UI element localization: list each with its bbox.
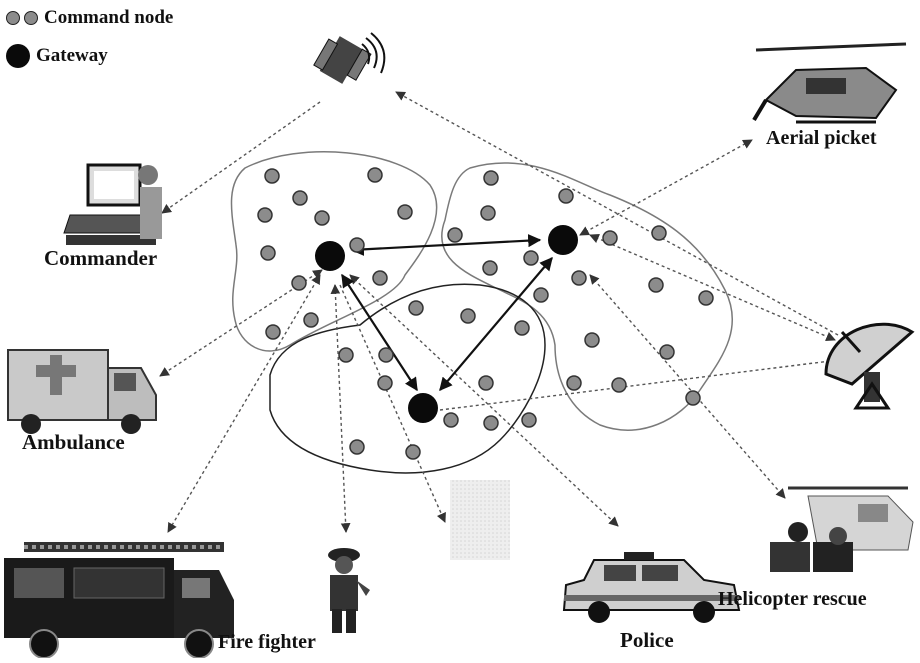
command-node <box>372 270 388 286</box>
rescue-helicopter-icon <box>770 486 914 572</box>
command-node <box>651 225 667 241</box>
link-gateway-firetruck <box>167 274 321 533</box>
command-node <box>483 415 499 431</box>
command-node <box>514 320 530 336</box>
legend-command-node-label: Command node <box>44 7 174 28</box>
command-node <box>571 270 587 286</box>
command-node <box>648 277 664 293</box>
commander-laptop-icon <box>63 163 162 245</box>
label-helicopter-rescue: Helicopter rescue <box>718 588 867 610</box>
command-node <box>558 188 574 204</box>
gateway-right <box>548 225 578 255</box>
link-gateway-bottom-dish <box>439 356 839 411</box>
backbone-links <box>341 234 553 392</box>
legend-gateway-label: Gateway <box>36 45 108 66</box>
legend-gateway: Gateway <box>6 44 108 68</box>
ambulance-icon <box>7 349 157 434</box>
command-node <box>291 275 307 291</box>
command-node <box>447 227 463 243</box>
static-noise <box>450 480 510 560</box>
gateways <box>315 225 578 423</box>
command-node <box>367 167 383 183</box>
command-node <box>397 204 413 220</box>
legend-command-node: Command node <box>6 7 173 29</box>
command-node <box>303 312 319 328</box>
fire-fighter-icon <box>328 548 370 633</box>
legend-node-dot <box>6 11 20 25</box>
command-node <box>443 412 459 428</box>
link-gw-left-gw-right <box>350 234 542 256</box>
command-node <box>460 308 476 324</box>
gateway-bottom <box>408 393 438 423</box>
gateway-left <box>315 241 345 271</box>
command-node <box>659 344 675 360</box>
label-fire-fighter: Fire fighter <box>218 631 316 653</box>
command-node <box>405 444 421 460</box>
command-node <box>482 260 498 276</box>
command-node <box>533 287 549 303</box>
command-node <box>698 290 714 306</box>
cluster-left <box>230 151 438 352</box>
satellite-dish-icon <box>824 322 915 410</box>
command-node <box>378 347 394 363</box>
command-node <box>611 377 627 393</box>
legend-node-dot <box>24 11 38 25</box>
command-node <box>338 347 354 363</box>
command-node <box>260 245 276 261</box>
label-police: Police <box>620 628 674 652</box>
command-node <box>566 375 582 391</box>
link-gateway-dish <box>589 233 836 342</box>
wireless-links <box>159 91 839 533</box>
label-aerial-picket: Aerial picket <box>766 127 877 149</box>
helicopter-icon <box>752 42 907 124</box>
command-node <box>349 237 365 253</box>
command-nodes <box>257 167 714 460</box>
command-node <box>480 205 496 221</box>
satellite-icon <box>313 32 386 84</box>
link-gw-right-gw-bottom <box>439 256 553 392</box>
command-node <box>292 190 308 206</box>
command-node <box>265 324 281 340</box>
command-node <box>349 439 365 455</box>
link-gateway-aerial <box>579 139 753 236</box>
police-car-icon <box>562 552 741 623</box>
command-node <box>521 412 537 428</box>
command-node <box>523 250 539 266</box>
command-node <box>584 332 600 348</box>
legend-gateway-dot <box>6 44 30 68</box>
fire-truck-icon <box>4 542 234 659</box>
label-ambulance: Ambulance <box>22 430 125 454</box>
command-node <box>314 210 330 226</box>
command-node <box>602 230 618 246</box>
label-commander: Commander <box>44 246 158 270</box>
command-node <box>483 170 499 186</box>
command-node <box>478 375 494 391</box>
command-node <box>377 375 393 391</box>
link-gateway-firefighter <box>330 284 351 533</box>
command-node <box>685 390 701 406</box>
link-satellite-commander <box>161 101 321 214</box>
command-node <box>257 207 273 223</box>
link-gw-left-gw-bottom <box>341 273 418 392</box>
command-node <box>408 300 424 316</box>
command-node <box>264 168 280 184</box>
